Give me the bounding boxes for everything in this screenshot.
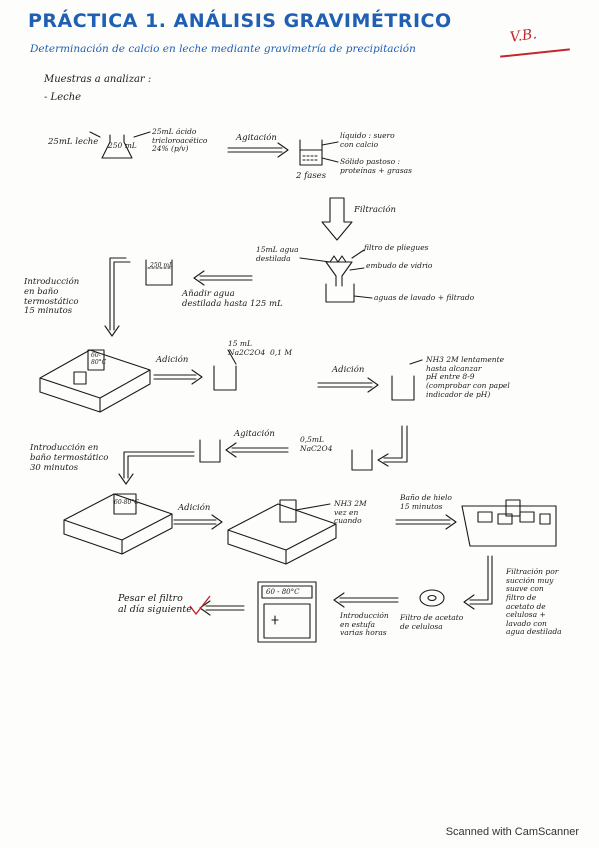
label-flask-volume: 250 mL — [108, 141, 137, 150]
arrow-filtracion — [321, 197, 353, 241]
cellulose-filter-icon — [419, 589, 445, 607]
samples-heading: Muestras a analizar : — [44, 74, 152, 85]
label-adicion-2: Adición — [332, 365, 365, 375]
arrow-to-bath-2 — [118, 451, 195, 485]
label-adicion-3: Adición — [178, 503, 211, 513]
page-title: PRÁCTICA 1. ANÁLISIS GRAVIMÉTRICO — [28, 10, 452, 32]
arrow-adicion-2 — [317, 377, 379, 393]
label-funnel: embudo de vidrio — [366, 261, 433, 270]
label-oxalate-1: 15 mL Na2C2O4 0,1 M — [228, 339, 292, 357]
phase-tube-icon — [299, 139, 339, 166]
label-milk: 25mL leche — [48, 137, 99, 147]
beaker-250-icon — [145, 259, 173, 286]
arrow-agitacion-2 — [225, 442, 289, 458]
label-filtracion: Filtración — [354, 205, 396, 215]
label-wash-filtrate: aguas de lavado + filtrado — [374, 293, 475, 302]
collection-beaker-icon — [325, 283, 373, 303]
water-bath-3-icon — [227, 499, 337, 565]
ice-bath-icon — [461, 499, 557, 547]
label-filter-paper: filtro de pliegues — [364, 243, 429, 252]
label-agitacion-2: Agitación — [234, 429, 275, 439]
label-bath-1: Introducción en baño termostático 15 min… — [24, 277, 80, 317]
label-oven-temp: 60 - 80°C — [266, 588, 300, 596]
arrow-agitacion-1 — [227, 142, 289, 158]
beaker-3-icon — [391, 359, 423, 401]
arrow-adicion-1 — [153, 369, 203, 385]
arrow-adicion-3 — [173, 514, 223, 530]
beaker-4-icon — [351, 449, 373, 471]
arrow-to-bath-1 — [104, 257, 131, 337]
label-water-15ml: 15mL agua destilada — [256, 245, 299, 263]
label-bath-temp-1: 60- 80°C — [91, 352, 107, 366]
label-bath-2: Introducción en baño termostático 30 min… — [30, 443, 109, 473]
arrow-to-oven — [333, 592, 399, 608]
oven-icon — [257, 581, 317, 643]
erlenmeyer-flask-icon — [89, 131, 151, 159]
label-ammonia-1: NH3 2M lentamente hasta alcanzar pH entr… — [426, 355, 510, 399]
check-mark-icon — [189, 595, 211, 616]
page-subtitle: Determinación de calcio en leche mediant… — [30, 43, 416, 55]
label-oxalate-2: 0,5mL NaC2O4 — [300, 435, 333, 453]
label-beaker-mark: 250 mL — [150, 262, 174, 269]
samples-item: - Leche — [44, 92, 82, 103]
label-solid-phase: Sólido pastoso : proteínas + grasas — [340, 157, 412, 175]
arrow-to-filter — [463, 555, 493, 610]
label-bath-temp-2: 60-80°C — [114, 499, 139, 506]
label-tca: 25mL ácido tricloroacético 24% (p/v) — [152, 127, 208, 154]
label-adicion-1: Adición — [156, 355, 189, 365]
label-weigh: Pesar el filtro al día siguiente — [118, 593, 192, 615]
label-agitacion-1: Agitación — [236, 133, 277, 143]
label-two-phases: 2 fases — [296, 171, 327, 181]
arrow-ice-bath — [395, 514, 457, 530]
arrow-to-beaker — [193, 270, 253, 286]
label-cellulose-filter: Filtro de acetato de celulosa — [400, 613, 464, 631]
water-bath-2-icon — [63, 493, 173, 555]
funnel-filter-icon — [299, 249, 365, 287]
scanner-footer: Scanned with CamScanner — [445, 826, 579, 838]
water-bath-1-icon — [39, 349, 151, 413]
label-oven: Introducción en estufa varias horas — [340, 611, 389, 638]
beaker-5-icon — [199, 439, 221, 463]
beaker-2-icon — [213, 349, 237, 391]
label-filtration-2: Filtración por succión muy suave con fil… — [506, 567, 562, 637]
label-ammonia-2: NH3 2M vez en cuando — [334, 499, 367, 526]
arrow-curve-right — [377, 425, 408, 467]
label-add-water: Añadir agua destilada hasta 125 mL — [182, 289, 283, 309]
arrow-to-weigh — [199, 600, 245, 616]
label-ice-bath: Baño de hielo 15 minutos — [400, 493, 452, 511]
label-liquid-phase: líquido : suero con calcio — [340, 131, 395, 149]
